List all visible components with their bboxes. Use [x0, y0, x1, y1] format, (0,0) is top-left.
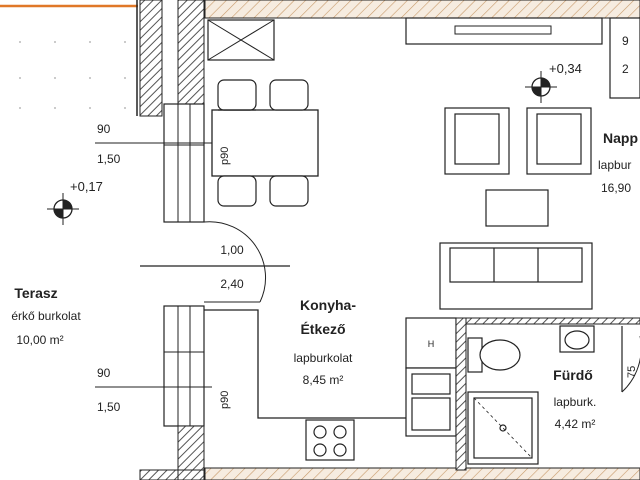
living-level: +0,34 — [549, 61, 582, 76]
top-right-unit — [609, 17, 640, 99]
kitchen-name-line2: Étkező — [300, 321, 345, 337]
window-bottom-height: 1,50 — [97, 400, 121, 414]
terrace-finish: érkő burkolat — [11, 309, 81, 323]
top-right-dim-line1: 9 — [622, 34, 629, 48]
bathroom-finish: lapburk. — [554, 395, 597, 409]
bathroom-door-width: 75 — [626, 366, 638, 378]
top-cabinet-inner — [454, 25, 552, 35]
armchair-right — [526, 107, 592, 175]
dining-chairs — [217, 79, 309, 207]
bathroom-door — [621, 326, 640, 393]
terrace-paving-dots — [19, 41, 126, 109]
washbasin — [559, 325, 595, 353]
terrace-pillar-top — [139, 0, 163, 117]
terrace-door — [140, 221, 290, 303]
bathroom-area: 4,42 m² — [555, 417, 596, 431]
living-name: Napp — [603, 130, 638, 146]
coffee-table — [485, 189, 549, 227]
kitchen-appliances — [405, 317, 457, 437]
left-wall-base — [177, 425, 205, 471]
kitchen-area: 8,45 m² — [303, 373, 344, 387]
terrace-door-height: 2,40 — [220, 277, 244, 291]
top-window-unit — [207, 19, 275, 61]
top-wall — [204, 0, 640, 19]
window-bottom — [163, 305, 205, 427]
terrace-door-width: 1,00 — [220, 243, 244, 257]
bottom-wall — [204, 467, 640, 480]
terrace-paving — [0, 8, 137, 116]
bathroom-wall-top — [465, 317, 640, 325]
sofa — [439, 242, 593, 310]
level-marker-living — [525, 71, 557, 103]
fridge-letter-icon: H — [428, 339, 435, 349]
terrace-area: 10,00 m² — [16, 333, 63, 347]
terrace-name: Terasz — [14, 285, 57, 301]
terrace-pillar-bottom — [139, 469, 179, 480]
kitchen-counter — [204, 309, 406, 419]
window-top-height: 1,50 — [97, 152, 121, 166]
window-bottom-parapet: p90 — [219, 391, 231, 409]
terrace-level: +0,17 — [70, 179, 103, 194]
top-right-dim-line2: 2 — [622, 62, 629, 76]
kitchen-finish: lapburkolat — [294, 351, 353, 365]
left-wall-upper — [177, 0, 205, 105]
window-top-width: 90 — [97, 122, 111, 136]
kitchen-name-line1: Konyha- — [300, 297, 356, 313]
living-area: 16,90 — [601, 181, 631, 195]
stove — [305, 419, 355, 461]
toilet — [467, 337, 521, 373]
armchair-left — [444, 107, 510, 175]
dining-table — [211, 109, 319, 177]
bathroom-name: Fürdő — [553, 367, 593, 383]
window-bottom-width: 90 — [97, 366, 111, 380]
bathroom-wall — [455, 317, 467, 471]
living-finish: lapbur — [598, 158, 631, 172]
window-top — [163, 103, 205, 223]
shower — [467, 391, 539, 465]
level-marker-terrace — [47, 193, 79, 225]
window-top-parapet: p90 — [219, 147, 231, 165]
